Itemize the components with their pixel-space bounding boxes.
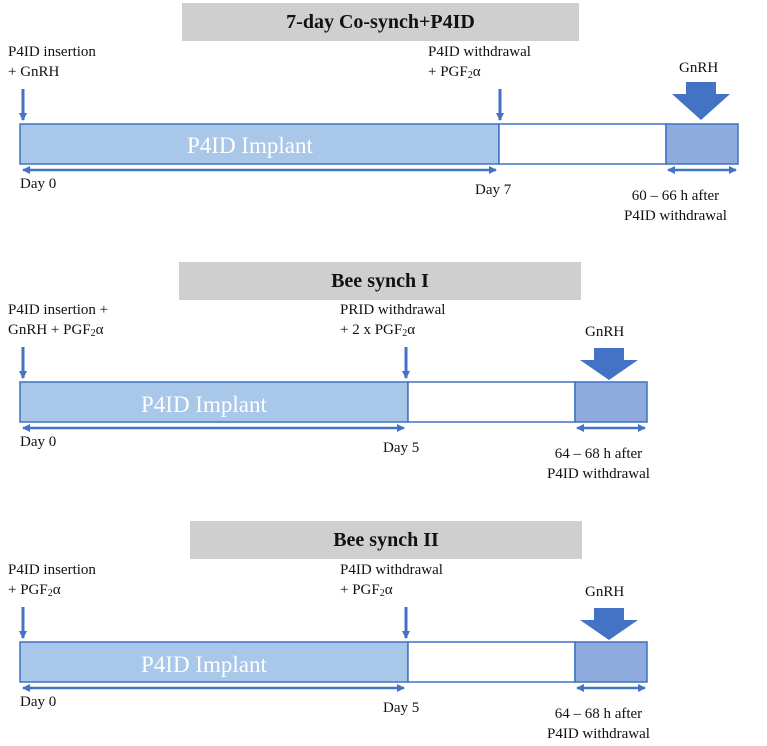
start-event-label: P4ID insertion + PGF2α: [8, 560, 96, 600]
day-start-label: Day 0: [20, 434, 57, 450]
gnrh-label: GnRH: [679, 60, 719, 76]
start-event-line2: + PGF2α: [8, 582, 61, 599]
wait-bar: [498, 123, 667, 165]
gnrh-timing-line1: 60 – 66 h after: [631, 188, 720, 204]
day-mid-label: Day 7: [475, 182, 512, 198]
gnrh-timing-label: 60 – 66 h after P4ID withdrawal: [624, 186, 727, 226]
wait-bar: [407, 641, 576, 683]
gnrh-label: GnRH: [585, 324, 625, 340]
implant-bar: [19, 381, 409, 423]
withdrawal-event-line1: P4ID withdrawal: [340, 562, 443, 578]
gnrh-timing-line1: 64 – 68 h after: [554, 706, 643, 722]
withdrawal-event-line2: + 2 x PGF2α: [340, 322, 416, 339]
withdrawal-event-label: P4ID withdrawal + PGF2α: [428, 42, 531, 82]
gnrh-block-arrow: [580, 608, 638, 640]
start-event-line2: + GnRH: [8, 64, 60, 80]
protocol-title: 7-day Co-synch+P4ID: [182, 3, 579, 41]
gnrh-timing-label: 64 – 68 h after P4ID withdrawal: [547, 704, 650, 744]
start-event-line2: GnRH + PGF2α: [8, 322, 104, 339]
implant-label: P4ID Implant: [141, 652, 267, 677]
withdrawal-event-line2: + PGF2α: [428, 64, 481, 81]
withdrawal-event-line1: P4ID withdrawal: [428, 44, 531, 60]
gnrh-block-arrow: [580, 348, 638, 380]
withdrawal-event-line1: PRID withdrawal: [340, 302, 446, 318]
gnrh-bar: [574, 381, 648, 423]
day-start-label: Day 0: [20, 176, 57, 192]
start-event-line1: P4ID insertion +: [8, 302, 109, 318]
protocol-title: Bee synch I: [179, 262, 581, 300]
gnrh-bar: [574, 641, 648, 683]
gnrh-label: GnRH: [585, 584, 625, 600]
withdrawal-event-label: PRID withdrawal + 2 x PGF2α: [340, 300, 445, 340]
withdrawal-event-line2: + PGF2α: [340, 582, 393, 599]
wait-bar: [407, 381, 576, 423]
implant-bar: [19, 123, 500, 165]
day-mid-label: Day 5: [383, 440, 420, 456]
start-event-label: P4ID insertion + GnRH: [8, 42, 96, 82]
start-event-label: P4ID insertion + GnRH + PGF2α: [8, 300, 108, 340]
gnrh-timing-line1: 64 – 68 h after: [554, 446, 643, 462]
gnrh-timing-line2: P4ID withdrawal: [547, 726, 650, 742]
start-event-line1: P4ID insertion: [8, 44, 96, 60]
start-event-line1: P4ID insertion: [8, 562, 96, 578]
gnrh-timing-line2: P4ID withdrawal: [547, 466, 650, 482]
gnrh-block-arrow: [672, 82, 730, 120]
gnrh-timing-line2: P4ID withdrawal: [624, 208, 727, 224]
withdrawal-event-label: P4ID withdrawal + PGF2α: [340, 560, 443, 600]
implant-label: P4ID Implant: [141, 392, 267, 417]
protocol-title: Bee synch II: [190, 521, 582, 559]
implant-label: P4ID Implant: [187, 133, 313, 158]
gnrh-timing-label: 64 – 68 h after P4ID withdrawal: [547, 444, 650, 484]
day-start-label: Day 0: [20, 694, 57, 710]
gnrh-bar: [665, 123, 739, 165]
day-mid-label: Day 5: [383, 700, 420, 716]
